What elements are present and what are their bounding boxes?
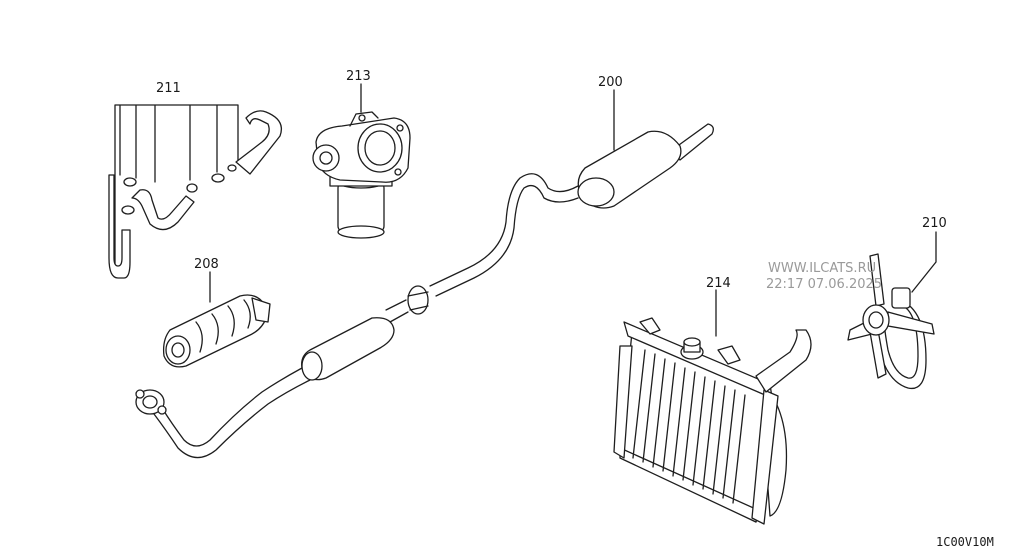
watermark: WWW.ILCATS.RU 22:17 07.06.2025 <box>766 261 882 292</box>
callout-label-208: 208 <box>194 257 219 272</box>
callout-213: 213 <box>346 69 371 84</box>
callout-210: 210 <box>922 216 947 231</box>
part-211-hoses[interactable] <box>108 104 283 279</box>
callout-208: 208 <box>194 257 219 272</box>
callout-200: 200 <box>598 75 623 90</box>
part-214-radiator[interactable] <box>613 289 812 525</box>
callout-label-210: 210 <box>922 216 947 231</box>
callout-211: 211 <box>156 81 181 96</box>
part-213-pump[interactable] <box>312 83 411 239</box>
callout-214: 214 <box>706 276 731 291</box>
callout-label-200: 200 <box>598 75 623 90</box>
part-200-exhaust[interactable] <box>135 89 714 459</box>
watermark-stamp: 22:17 07.06.2025 <box>766 277 882 292</box>
callout-label-211: 211 <box>156 81 181 96</box>
part-210-fan-belt[interactable] <box>847 231 937 390</box>
callout-label-214: 214 <box>706 276 731 291</box>
part-208-catalytic-converter[interactable] <box>162 271 271 368</box>
diagram-code: 1C00V10M <box>936 535 994 549</box>
watermark-site: WWW.ILCATS.RU <box>768 261 876 276</box>
callout-label-213: 213 <box>346 69 371 84</box>
